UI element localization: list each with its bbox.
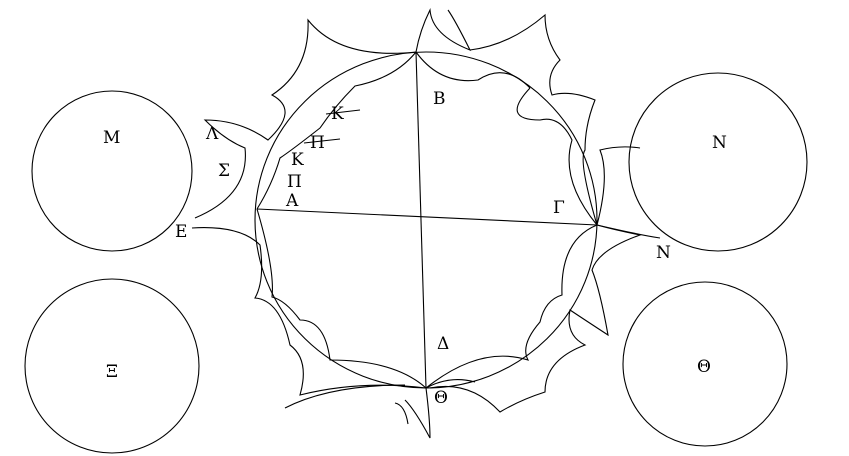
circle-Xi [24, 278, 200, 454]
scallop-right-upper [516, 87, 598, 226]
label-Xi: Ξ [106, 362, 118, 382]
scallop-left-lower [256, 208, 427, 389]
main-circle [254, 51, 598, 389]
label-B: Β [433, 89, 446, 109]
scallop-upper-left [256, 51, 417, 210]
inner-scallops [256, 51, 598, 389]
label-Theta-circle: Θ [697, 357, 711, 377]
outer-arc-bottom-left-2 [394, 402, 409, 425]
tick-Pi [303, 138, 341, 144]
label-N-side: Ν [656, 243, 671, 263]
label-Pi-top: Π [310, 133, 325, 153]
label-M: Μ [103, 128, 120, 148]
label-Pi-mid: Π [287, 172, 302, 192]
outer-arc-left [191, 227, 427, 396]
label-Gamma: Γ [553, 198, 565, 218]
outer-arc-top [415, 7, 472, 53]
scallop-upper-right-1 [415, 51, 531, 89]
label-Sigma: Σ [218, 161, 230, 181]
outer-arc-top-left [194, 18, 417, 219]
label-K-top: Κ [331, 104, 344, 124]
label-A: Α [285, 191, 299, 211]
label-E: Ε [175, 222, 187, 242]
outer-arc-right-tail [596, 224, 661, 239]
label-K-mid: Κ [291, 150, 304, 170]
outer-arc-top-right [469, 13, 598, 226]
circle-N [628, 72, 808, 252]
circle-Theta [622, 281, 788, 447]
label-Delta: Δ [437, 334, 449, 354]
label-Theta-bottom: Θ [434, 388, 448, 408]
outer-arc-right [429, 224, 643, 413]
label-N-circle: Ν [712, 133, 727, 153]
tick-K [325, 109, 361, 115]
outer-arcs [191, 7, 661, 439]
circle-M [31, 90, 193, 252]
label-Lambda: Λ [205, 124, 219, 144]
outer-arc-bottom [404, 387, 431, 439]
diameter-A-Gamma [256, 208, 598, 226]
outer-arc-bottom-left-1 [284, 384, 406, 409]
scallop-right-lower [425, 224, 598, 389]
outer-arc-right-upper-hook [596, 146, 641, 226]
outer-arc-bottom-hook [425, 379, 476, 389]
diameter-B-Delta [415, 51, 427, 389]
